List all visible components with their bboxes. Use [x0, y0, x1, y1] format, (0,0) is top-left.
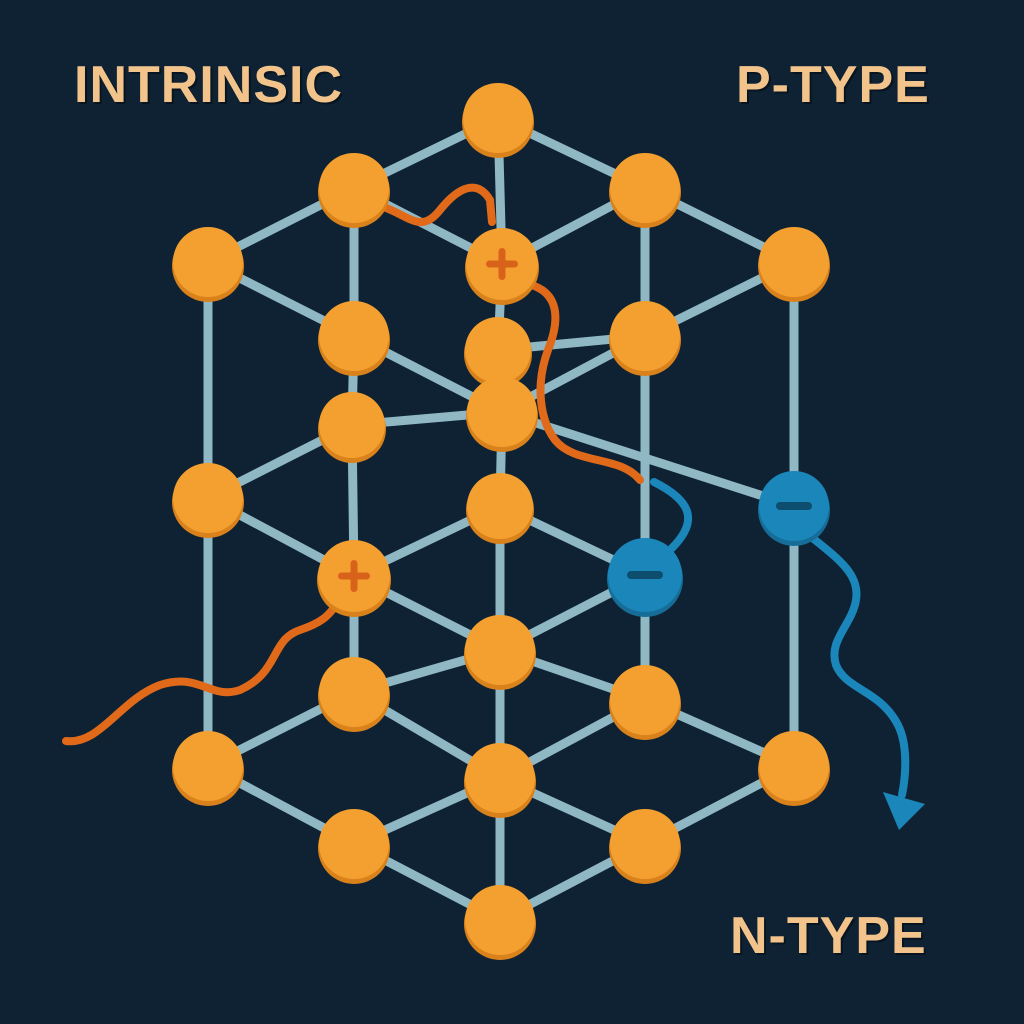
- hole-path-middle: [524, 280, 644, 484]
- atom: [172, 227, 244, 302]
- atom: [758, 731, 830, 806]
- minus-icon: [627, 571, 663, 579]
- atom: [609, 153, 681, 228]
- atom: [609, 665, 681, 740]
- atom: [758, 227, 830, 302]
- atom: [464, 885, 536, 960]
- hole-plus: [465, 228, 539, 305]
- atom: [318, 392, 386, 463]
- atom: [172, 463, 244, 538]
- hole-path-left: [62, 600, 342, 746]
- atom: [466, 473, 534, 544]
- atom: [609, 809, 681, 884]
- hole-plus: [317, 540, 391, 617]
- electron-minus: [607, 538, 683, 617]
- label-n-type: N-TYPE: [730, 907, 927, 965]
- electron-minus: [758, 471, 830, 546]
- atom: [464, 317, 532, 388]
- atom: [172, 731, 244, 806]
- carrier-paths: [62, 183, 925, 830]
- atom: [464, 615, 536, 690]
- atom: [609, 301, 681, 376]
- charge-carriers: [317, 228, 830, 617]
- electron-path-mid: [650, 478, 693, 552]
- label-p-type: P-TYPE: [736, 56, 930, 114]
- atom: [318, 301, 390, 376]
- atom: [318, 657, 390, 732]
- atom: [318, 153, 390, 228]
- hole-path-top: [374, 183, 496, 226]
- atom: [466, 377, 538, 452]
- label-intrinsic: INTRINSIC: [74, 56, 343, 114]
- atoms: [172, 83, 830, 960]
- minus-icon: [776, 502, 812, 510]
- atom: [462, 83, 534, 158]
- electron-path-right: [806, 532, 910, 799]
- atom: [318, 809, 390, 884]
- atom: [464, 743, 536, 818]
- arrow-head-icon: [883, 792, 925, 830]
